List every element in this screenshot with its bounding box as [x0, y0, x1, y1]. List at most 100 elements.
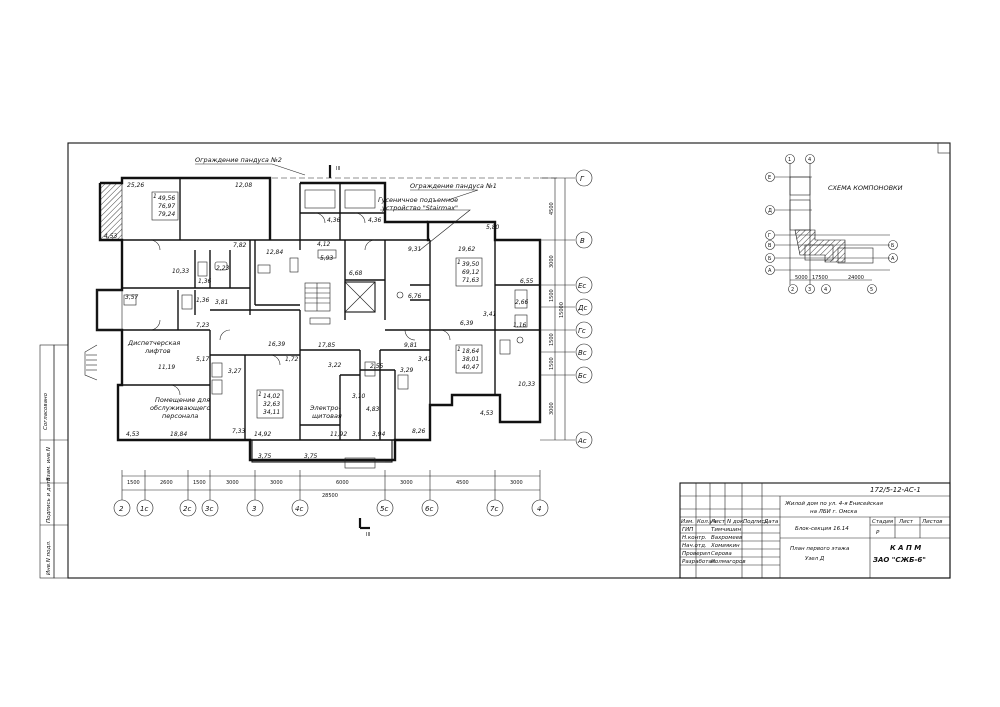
scheme-title: СХЕМА КОМПОНОВКИ — [828, 184, 903, 192]
area-label: 6,55 — [520, 278, 534, 285]
area-label: 12,84 — [266, 249, 283, 256]
svg-text:Подпись: Подпись — [743, 519, 768, 525]
svg-text:3: 3 — [808, 287, 811, 293]
svg-text:2: 2 — [791, 287, 794, 293]
svg-text:Хомиякин: Хомиякин — [710, 543, 740, 549]
svg-text:1500: 1500 — [127, 480, 140, 486]
fence1-callout: Ограждение пандуса №2 — [195, 156, 282, 164]
area-label: 2,55 — [370, 363, 384, 370]
svg-text:69,12: 69,12 — [462, 269, 479, 276]
svg-text:49,56: 49,56 — [158, 195, 175, 202]
left-binding-strip: Согласовано Инв.N подл. Подпись и дата В… — [39, 344, 69, 579]
layout-scheme: СХЕМА КОМПОНОВКИ 1 4 Е Д — [765, 154, 903, 294]
svg-text:А: А — [768, 268, 772, 274]
svg-text:4: 4 — [824, 287, 827, 293]
area-label: 4,53 — [104, 233, 118, 240]
axis-label: 3 — [252, 505, 256, 513]
area-label: 6,76 — [408, 293, 422, 300]
section-top-label: III — [336, 166, 340, 172]
apartment-badge: 1 18,64 38,01 40,47 — [455, 344, 483, 374]
svg-text:17500: 17500 — [812, 275, 828, 281]
svg-text:Б: Б — [768, 256, 772, 262]
right-dimensions: 4500 3000 1500 1500 1500 3000 15000 — [549, 202, 565, 415]
axis-label: Ас — [577, 437, 587, 445]
sheet-header: Лист — [898, 519, 914, 525]
svg-text:6000: 6000 — [336, 480, 349, 486]
axis-label: Гс — [578, 327, 586, 335]
title-block: 172/5-12-АС-1 Жилой дом по ул. 4-я Енисе… — [679, 482, 951, 579]
bottom-axes — [113, 470, 549, 517]
axis-label: 5с — [380, 505, 388, 513]
right-axes — [540, 169, 593, 449]
project-name-2: на ЛБИ г. Омска — [810, 509, 858, 515]
axis-label: 7с — [490, 505, 498, 513]
area-label: 4,36 — [368, 217, 382, 224]
axis-label: Вс — [578, 349, 587, 357]
area-label: 1,36 — [198, 278, 212, 285]
area-label: 3,29 — [400, 367, 414, 374]
area-label: 4,53 — [126, 431, 140, 438]
svg-text:3000: 3000 — [400, 480, 413, 486]
area-label: 3,75 — [304, 453, 318, 460]
svg-text:1500: 1500 — [549, 357, 555, 370]
svg-text:1500: 1500 — [193, 480, 206, 486]
svg-text:Н.контр.: Н.контр. — [682, 535, 707, 541]
org-name-2: ЗАО "СЖБ-6" — [873, 556, 926, 564]
axis-label: 2 — [119, 505, 124, 513]
area-label: 7,33 — [232, 428, 246, 435]
inv-inst-label: Взам. инв.N — [46, 447, 52, 481]
svg-text:79,24: 79,24 — [158, 211, 175, 218]
axis-label: 6с — [425, 505, 433, 513]
svg-text:Разработал: Разработал — [682, 559, 716, 565]
svg-text:Дата: Дата — [763, 519, 779, 525]
lift-shaft — [344, 281, 376, 313]
svg-text:4500: 4500 — [549, 202, 555, 215]
room-elec-2: щитовая — [312, 412, 342, 420]
area-label: 4,53 — [480, 410, 494, 417]
apartment-badge: 1 49,56 76,97 79,24 — [151, 191, 179, 221]
svg-text:1: 1 — [457, 259, 461, 266]
area-label: 4,36 — [327, 217, 341, 224]
svg-text:Тимчишин: Тимчишин — [711, 527, 742, 533]
svg-text:3000: 3000 — [549, 402, 555, 415]
svg-text:1500: 1500 — [549, 333, 555, 346]
svg-text:А: А — [891, 256, 895, 262]
svg-text:34,11: 34,11 — [263, 409, 280, 416]
section-line: III III — [328, 165, 370, 538]
apartment-badge: 1 39,50 69,12 71,63 — [455, 257, 483, 287]
area-label: 3,81 — [215, 299, 228, 306]
area-label: 12,08 — [235, 182, 252, 189]
svg-text:Б: Б — [891, 243, 895, 249]
svg-text:2600: 2600 — [160, 480, 173, 486]
area-label: 6,39 — [460, 320, 474, 327]
area-label: 3,27 — [228, 368, 242, 375]
area-label: 16,39 — [268, 341, 285, 348]
svg-text:1500: 1500 — [549, 289, 555, 302]
org-name-1: К А П М — [890, 544, 921, 552]
svg-text:ГИП: ГИП — [682, 527, 693, 533]
room-staff-2: обслуживающего — [150, 404, 210, 412]
area-label: 9,81 — [404, 342, 417, 349]
entry-stair — [84, 344, 98, 381]
svg-text:76,97: 76,97 — [158, 203, 175, 210]
area-label: 8,26 — [412, 428, 426, 435]
area-label: 2,66 — [515, 299, 529, 306]
svg-text:3000: 3000 — [226, 480, 239, 486]
area-label: 9,31 — [408, 246, 421, 253]
sheet-title-2: Узел Д — [805, 556, 825, 562]
svg-text:N док.: N док. — [727, 519, 745, 525]
axis-label: Г — [580, 175, 585, 183]
axis-label: 3с — [205, 505, 213, 513]
stage-value: Р — [876, 530, 880, 536]
axis-label: 4 — [537, 505, 541, 513]
svg-text:Лист: Лист — [710, 519, 726, 525]
room-dispatch-2: лифтов — [144, 347, 171, 355]
agreed-label: Согласовано — [43, 392, 49, 430]
area-label: 17,85 — [318, 342, 335, 349]
area-label: 3,41 — [418, 356, 431, 363]
svg-text:3000: 3000 — [549, 255, 555, 268]
room-dispatch-1: Диспетчерская — [127, 339, 180, 347]
apartment-badge: 1 14,02 32,63 34,11 — [256, 389, 284, 419]
svg-text:28500: 28500 — [322, 493, 338, 499]
